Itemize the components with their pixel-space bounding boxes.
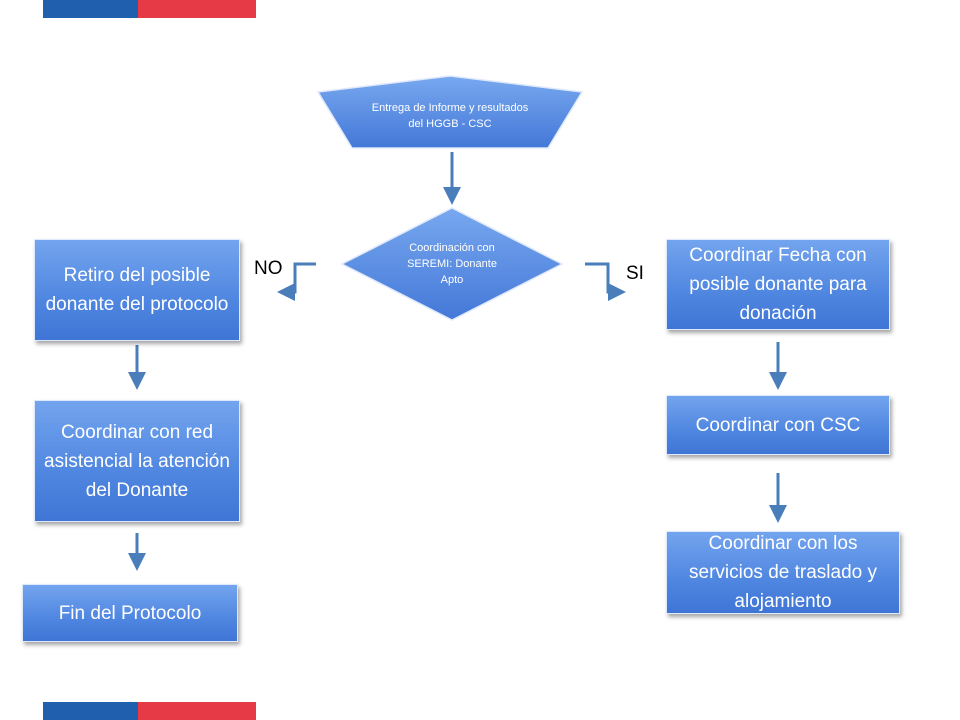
left-step-withdraw-donor: Retiro del posible donante del protocolo [34, 239, 240, 341]
left-step-end-protocol-text: Fin del Protocolo [58, 602, 202, 624]
decision-node: Coordinación con SEREMI: Donante Apto [340, 207, 564, 321]
left-step-withdraw-donor-text: Retiro del posible donante del protocolo [45, 265, 229, 315]
flag-red-segment [138, 0, 256, 18]
right-step-coordinate-transport-lodging-text: Coordinar con los servicios de traslado … [689, 533, 877, 612]
flag-red-segment [138, 702, 256, 720]
decision-label: Coordinación con SEREMI: Donante Apto [407, 242, 497, 286]
flag-blue-segment [43, 702, 138, 720]
left-step-coordinate-care-network-text: Coordinar con red asistencial la atenció… [44, 421, 230, 501]
start-node-label: Entrega de Informe y resultados del HGGB… [371, 102, 529, 130]
top-flag-bar [43, 0, 256, 18]
start-node: Entrega de Informe y resultados del HGGB… [316, 74, 584, 150]
left-step-coordinate-care-network: Coordinar con red asistencial la atenció… [34, 400, 240, 522]
start-node-shape [316, 75, 584, 149]
right-step-coordinate-date-text: Coordinar Fecha con posible donante para… [689, 245, 867, 324]
right-step-coordinate-csc: Coordinar con CSC [666, 395, 890, 455]
right-step-coordinate-csc-text: Coordinar con CSC [695, 414, 861, 436]
left-step-end-protocol: Fin del Protocolo [22, 584, 238, 642]
bottom-flag-bar [43, 702, 256, 720]
arrow-decision-no [277, 262, 316, 301]
right-step-coordinate-date: Coordinar Fecha con posible donante para… [666, 239, 890, 330]
yes-label: SI [626, 263, 644, 284]
no-label: NO [254, 258, 283, 279]
flag-blue-segment [43, 0, 138, 18]
arrow-decision-yes [585, 262, 626, 301]
right-step-coordinate-transport-lodging: Coordinar con los servicios de traslado … [666, 531, 900, 614]
decision-shape [340, 207, 564, 321]
